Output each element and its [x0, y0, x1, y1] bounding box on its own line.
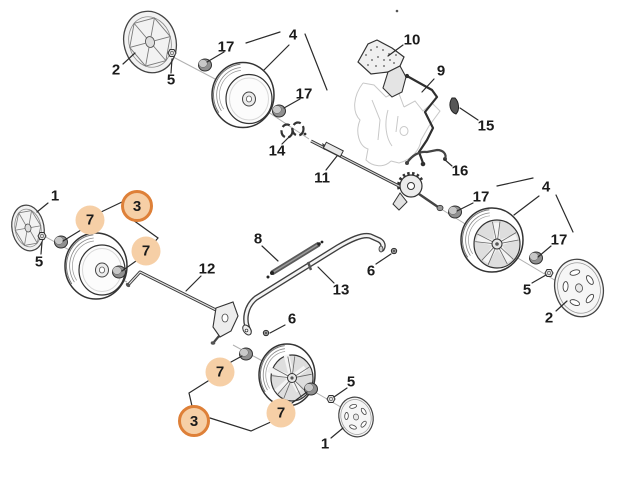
bushing-17-right-inner — [529, 251, 543, 265]
callout-17-right-b: 17 — [550, 231, 568, 249]
callout-5-bottom: 5 — [346, 373, 356, 391]
bushing-7-bottom-outer — [239, 347, 253, 361]
callout-8: 8 — [253, 230, 263, 248]
speck — [395, 9, 399, 13]
callout-7-highlight-a[interactable]: 7 — [75, 205, 105, 235]
callout-13: 13 — [332, 281, 350, 299]
callout-12: 12 — [198, 260, 216, 278]
callout-7-highlight-c[interactable]: 7 — [205, 357, 235, 387]
axle-rod-12 — [125, 270, 239, 345]
callout-9: 9 — [436, 62, 446, 80]
callout-6-right: 6 — [366, 262, 376, 280]
callout-2-right: 2 — [544, 309, 554, 327]
callout-1-left: 1 — [50, 187, 60, 205]
screw-6-right — [390, 247, 398, 255]
hub-cap-1-left — [11, 204, 45, 252]
callout-11: 11 — [314, 169, 330, 187]
callout-3-highlight-a[interactable]: 3 — [121, 190, 153, 222]
axle-shaft-11 — [310, 139, 400, 188]
bushing-7-bottom-inner — [304, 382, 318, 396]
callout-3-highlight-b[interactable]: 3 — [178, 405, 210, 437]
wheel-4-top — [211, 61, 275, 129]
hub-cap-2-right — [553, 258, 605, 318]
wheel-4-right — [460, 207, 524, 273]
bushing-7-left-outer — [54, 235, 68, 249]
nut-5-left — [37, 232, 47, 240]
callout-17-top-b: 17 — [295, 85, 313, 103]
housing-ghost — [354, 82, 441, 167]
wheel-left — [64, 232, 128, 300]
bushing-7-left-inner — [112, 265, 126, 279]
screw-6-left — [262, 329, 270, 337]
bushing-17-top-left-inner — [272, 104, 286, 118]
callout-7-highlight-d[interactable]: 7 — [266, 398, 296, 428]
callout-6-left: 6 — [287, 310, 297, 328]
callout-4-top: 4 — [288, 26, 298, 44]
callout-10: 10 — [403, 31, 421, 49]
cover-texture-dots — [365, 46, 397, 67]
nut-5-top-left — [167, 49, 177, 57]
height-adjuster-gear — [392, 171, 444, 212]
clip-15 — [449, 97, 459, 115]
callout-15: 15 — [477, 117, 495, 135]
bearing-clamp-14 — [280, 121, 307, 139]
link-rod-16 — [405, 148, 447, 165]
brace-bar-13 — [242, 232, 386, 336]
callout-14: 14 — [268, 142, 286, 160]
cover-plate-10 — [357, 39, 407, 98]
callout-5-top-left: 5 — [166, 71, 176, 89]
hub-cap-2-top-left — [122, 10, 178, 74]
hub-cap-1-bottom — [338, 396, 374, 438]
spring-rod-9 — [404, 73, 439, 167]
damper-strip-8 — [266, 240, 324, 279]
wheel-bottom — [258, 343, 316, 407]
callout-7-highlight-b[interactable]: 7 — [131, 236, 161, 266]
callout-17-top-a: 17 — [217, 38, 235, 56]
bushing-17-right-outer — [448, 205, 462, 219]
callout-5-left: 5 — [34, 253, 44, 271]
callout-2-top-left: 2 — [111, 61, 121, 79]
callout-17-right-a: 17 — [472, 188, 490, 206]
callout-4-right: 4 — [541, 178, 551, 196]
callout-16: 16 — [451, 162, 469, 180]
callout-1-bottom: 1 — [320, 435, 330, 453]
callout-5-right: 5 — [522, 281, 532, 299]
